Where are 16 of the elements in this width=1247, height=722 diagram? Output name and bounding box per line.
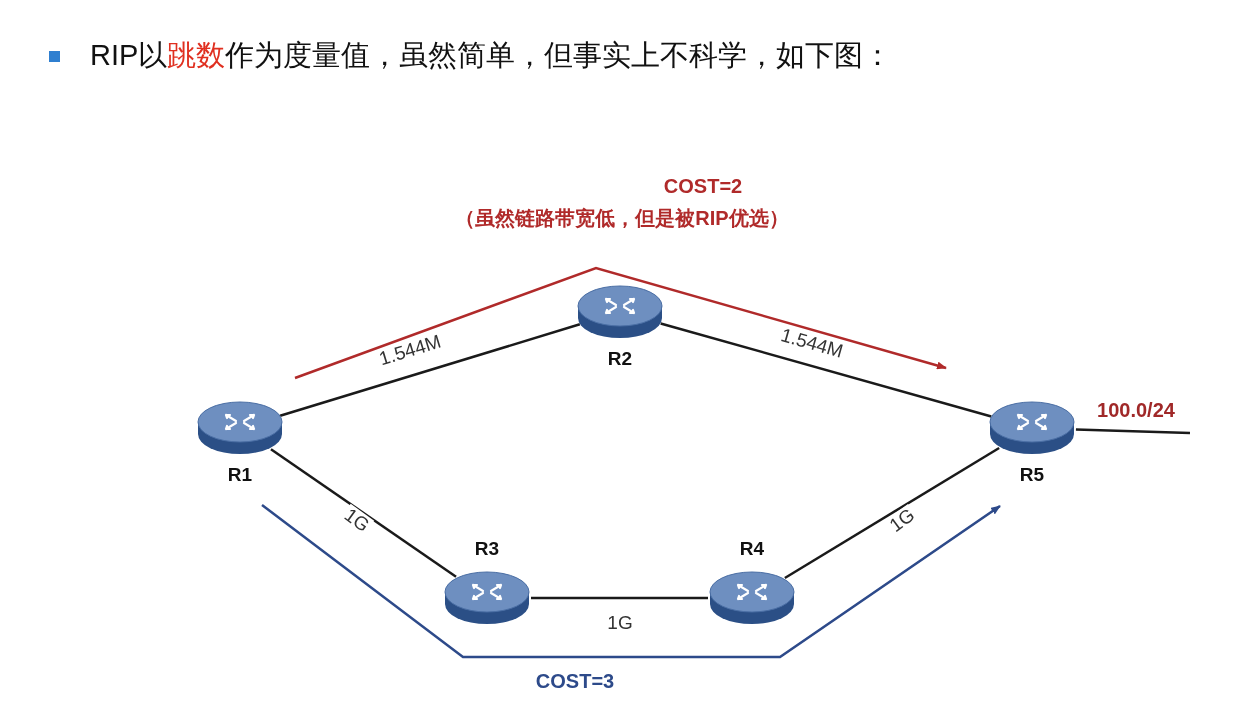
link-line <box>270 448 457 578</box>
link-line <box>1075 428 1191 435</box>
router-label: R1 <box>227 464 253 486</box>
edge-label: 100.0/24 <box>1095 400 1177 420</box>
note-text: （虽然链路带宽低，但是被RIP优选） <box>455 206 789 231</box>
router-label: R5 <box>1019 464 1045 486</box>
router-label: R3 <box>474 538 500 560</box>
cost-label: COST=3 <box>535 670 615 693</box>
router-label: R4 <box>739 538 765 560</box>
link-line <box>660 322 992 418</box>
router-label: R2 <box>607 348 633 370</box>
cost-label: COST=2 <box>663 175 743 198</box>
link-line <box>279 323 581 417</box>
link-line <box>531 596 708 600</box>
title: RIP以跳数作为度量值，虽然简单，但事实上不科学，如下图： <box>90 38 893 73</box>
link-line <box>784 446 1000 580</box>
